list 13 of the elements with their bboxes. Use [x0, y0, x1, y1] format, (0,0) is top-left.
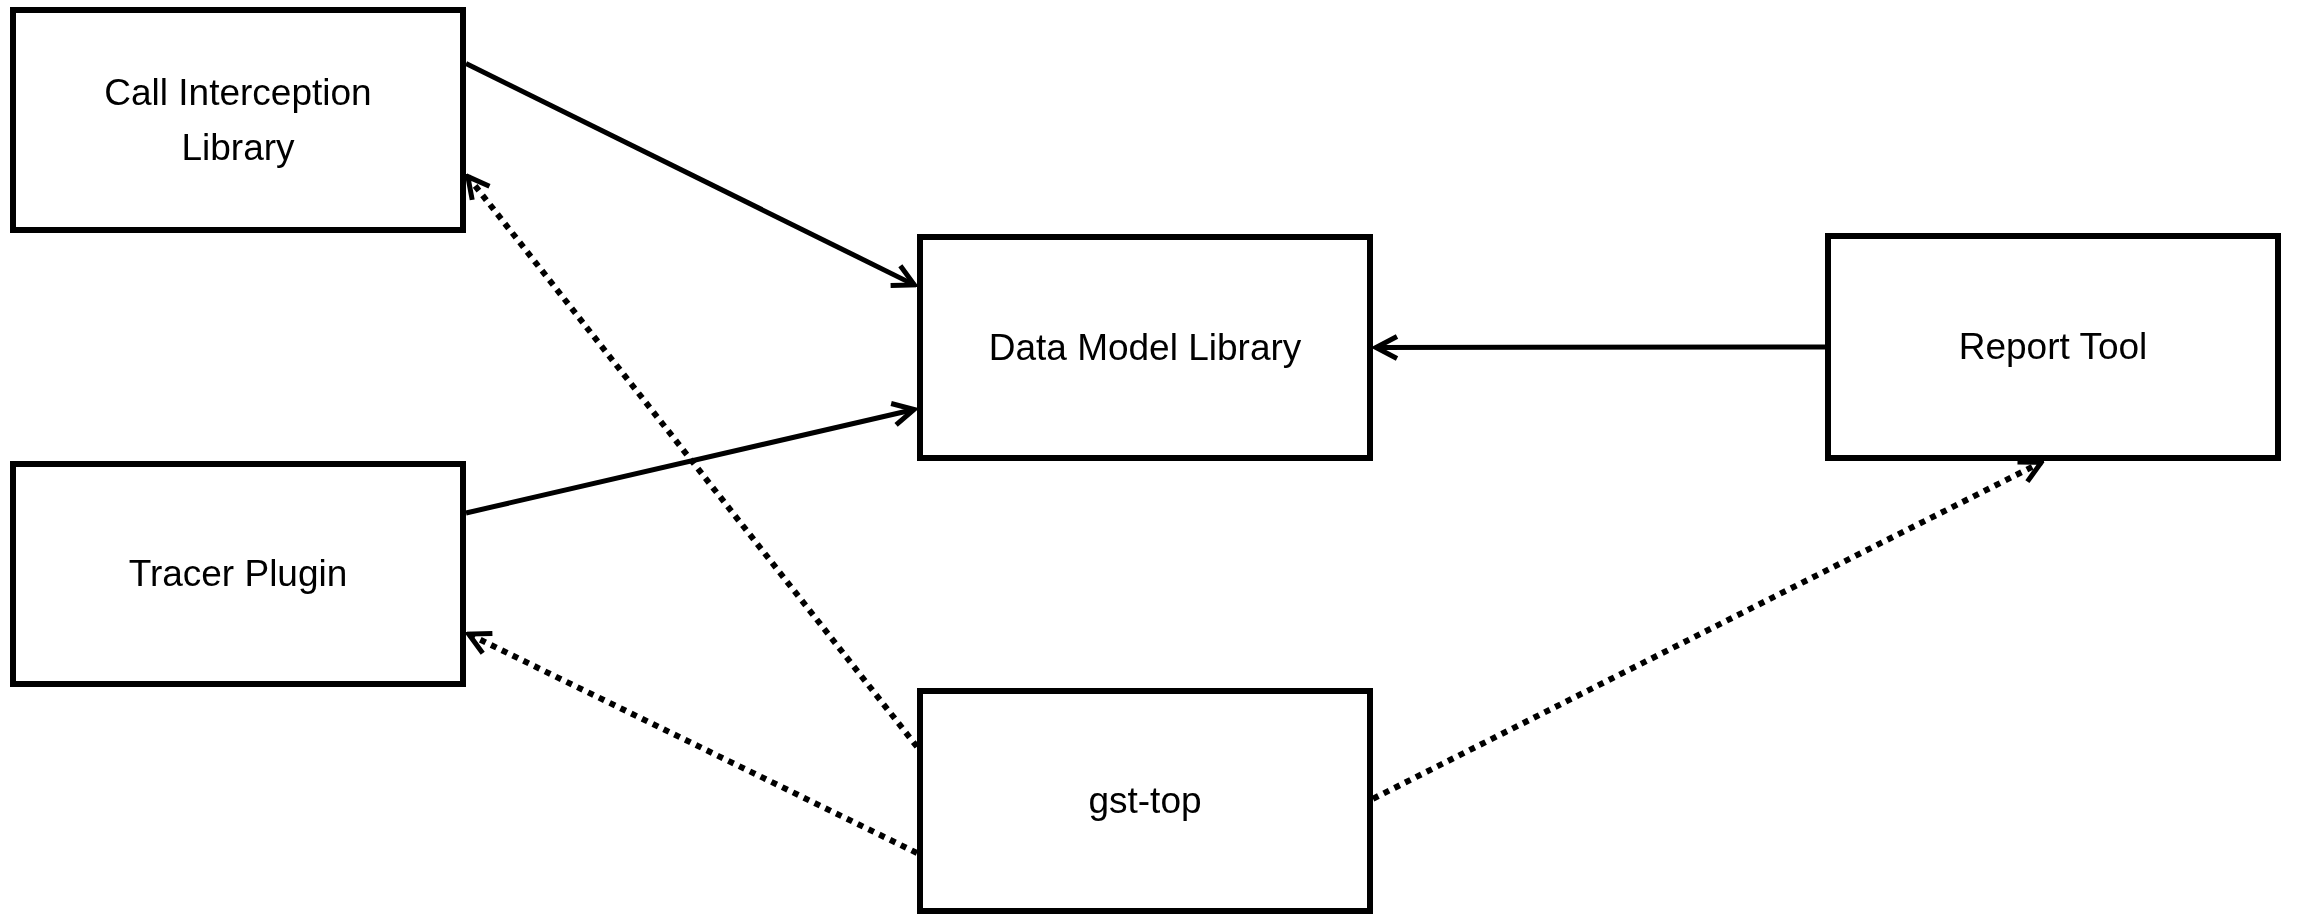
arrow	[465, 400, 917, 516]
box-label: Report Tool	[1957, 325, 2149, 370]
box-label: Data Model Library	[987, 325, 1303, 370]
arrow	[466, 630, 919, 856]
process-box	[1825, 233, 2281, 461]
box-label: Call Interception Library	[103, 70, 373, 170]
process-box	[10, 461, 466, 687]
box-label: gst-top	[1087, 779, 1203, 824]
process-box	[917, 234, 1373, 461]
process-box	[917, 688, 1373, 914]
arrow	[1373, 333, 1825, 361]
process-box	[10, 7, 466, 233]
box-label: Tracer Plugin	[127, 552, 349, 597]
